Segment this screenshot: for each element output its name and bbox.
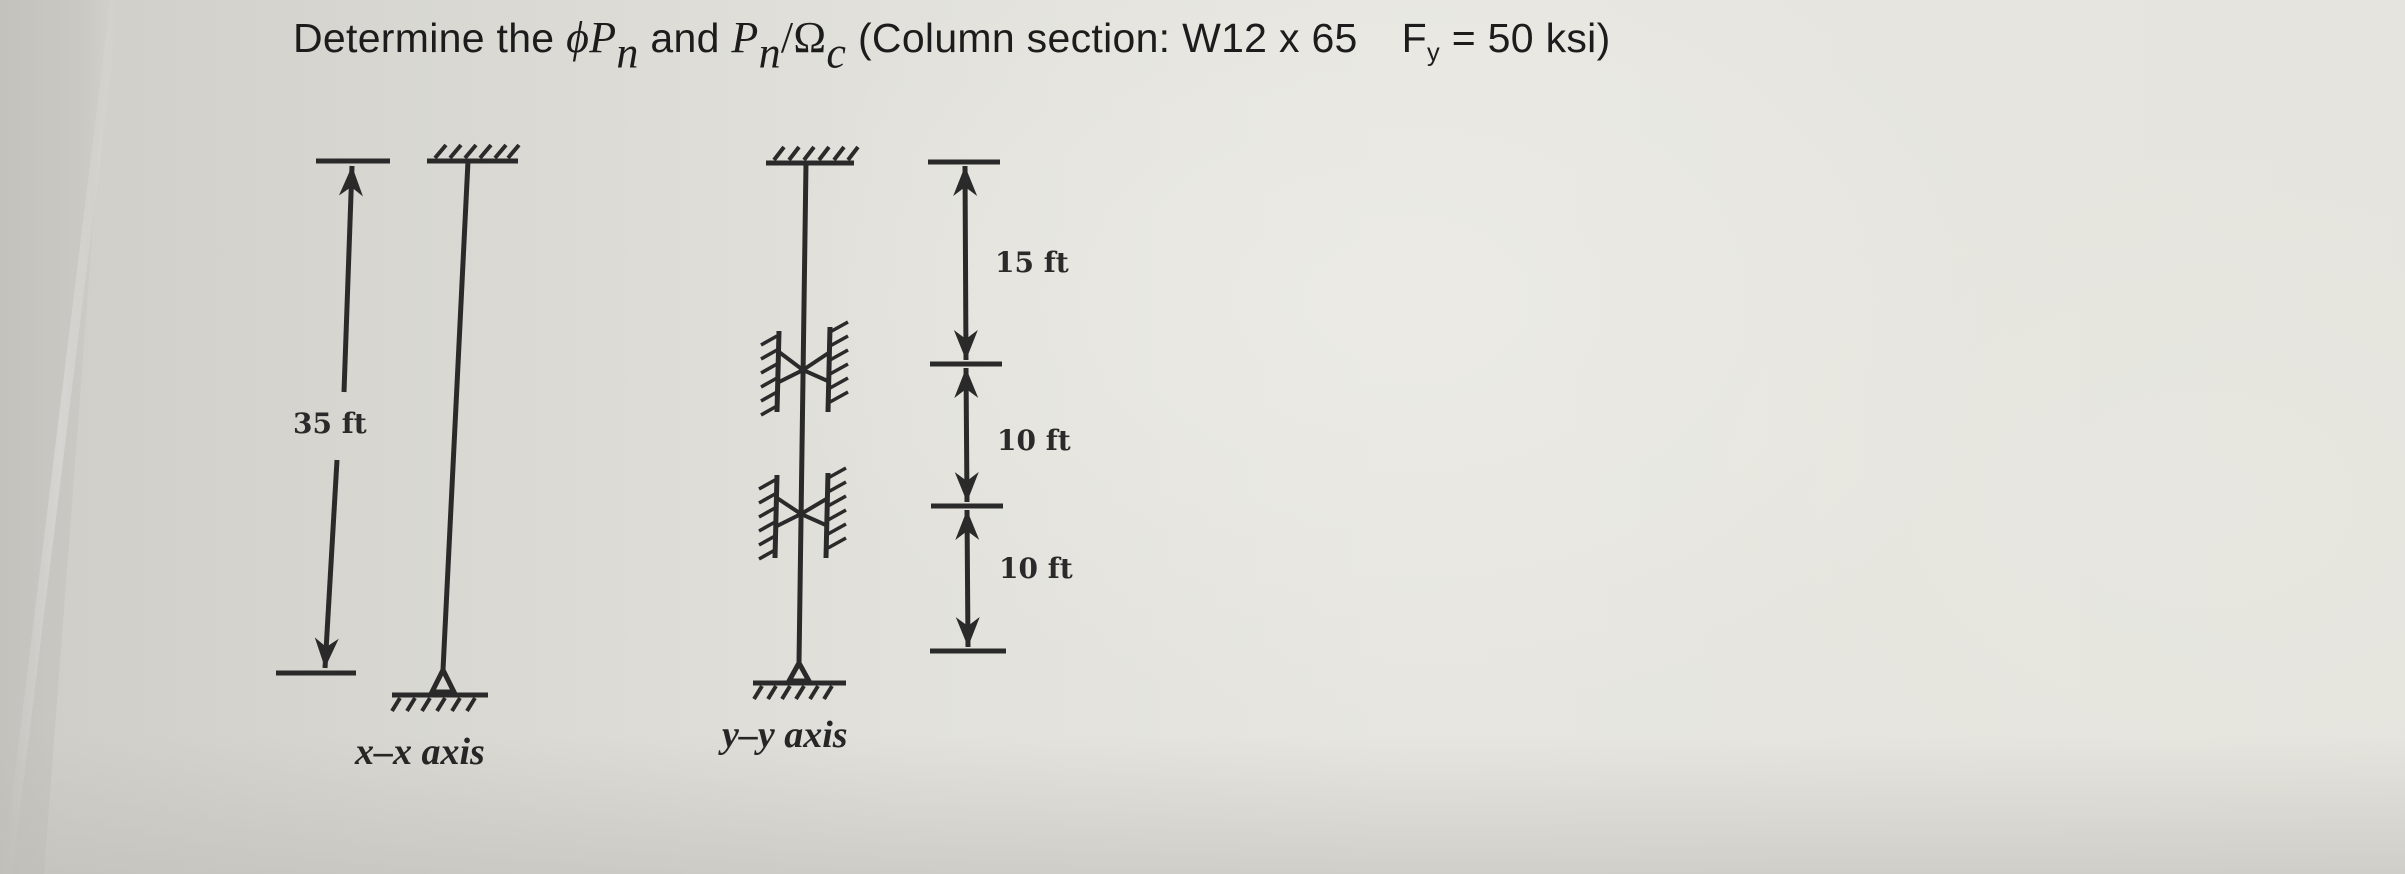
hatch-marks-bottom-y xyxy=(752,684,834,701)
p-symbol: P xyxy=(589,13,617,62)
x-axis-dimension xyxy=(276,158,390,676)
phi-symbol: ϕ xyxy=(566,13,590,62)
column-member-y xyxy=(796,162,809,664)
dimension-line-upper xyxy=(338,165,363,393)
segment-1-length-label: 15 ft xyxy=(995,246,1069,279)
column-member-x xyxy=(440,160,471,671)
segment-3-length-label: 10 ft xyxy=(999,552,1073,585)
pin-support-y xyxy=(784,657,814,684)
slash-symbol: / xyxy=(780,13,794,62)
y-axis-column xyxy=(752,145,860,701)
dim-line-segment-2 xyxy=(954,367,979,503)
x-axis-length-label: 35 ft xyxy=(293,407,367,440)
x-axis-column xyxy=(390,143,521,713)
n-subscript-2: n xyxy=(758,28,781,78)
problem-statement: Determine the ϕPn and Pn/Ωc (Column sect… xyxy=(293,12,1611,75)
pin-support-x xyxy=(427,664,459,695)
dim-line-segment-1 xyxy=(953,165,978,361)
x-axis-label: x–x axis xyxy=(355,731,485,773)
hatch-marks-top-x xyxy=(433,143,521,160)
dim-line-segment-3 xyxy=(955,509,980,648)
segment-2-length-label: 10 ft xyxy=(997,424,1071,457)
p-symbol-2: P xyxy=(731,13,759,62)
y-subscript: y xyxy=(1427,38,1441,67)
n-subscript: n xyxy=(616,28,639,78)
fy-value-text: = 50 ksi) xyxy=(1440,15,1611,61)
y-axis-label: y–y axis xyxy=(722,714,848,756)
hatch-marks-top-y xyxy=(772,145,860,162)
omega-symbol: Ω xyxy=(793,13,827,62)
f-symbol: F xyxy=(1401,15,1428,61)
y-axis-dimension xyxy=(928,159,1006,654)
c-subscript: c xyxy=(826,28,847,78)
lateral-brace-2 xyxy=(758,466,847,561)
lateral-brace-1 xyxy=(760,320,849,417)
and-text: and xyxy=(638,15,732,61)
section-text: (Column section: W12 x 65 xyxy=(846,15,1358,61)
dimension-line-lower xyxy=(314,459,340,669)
prefix-text: Determine the xyxy=(293,15,567,61)
hatch-marks-bottom-x xyxy=(390,696,477,713)
page-shadow-bottom xyxy=(0,734,2405,874)
